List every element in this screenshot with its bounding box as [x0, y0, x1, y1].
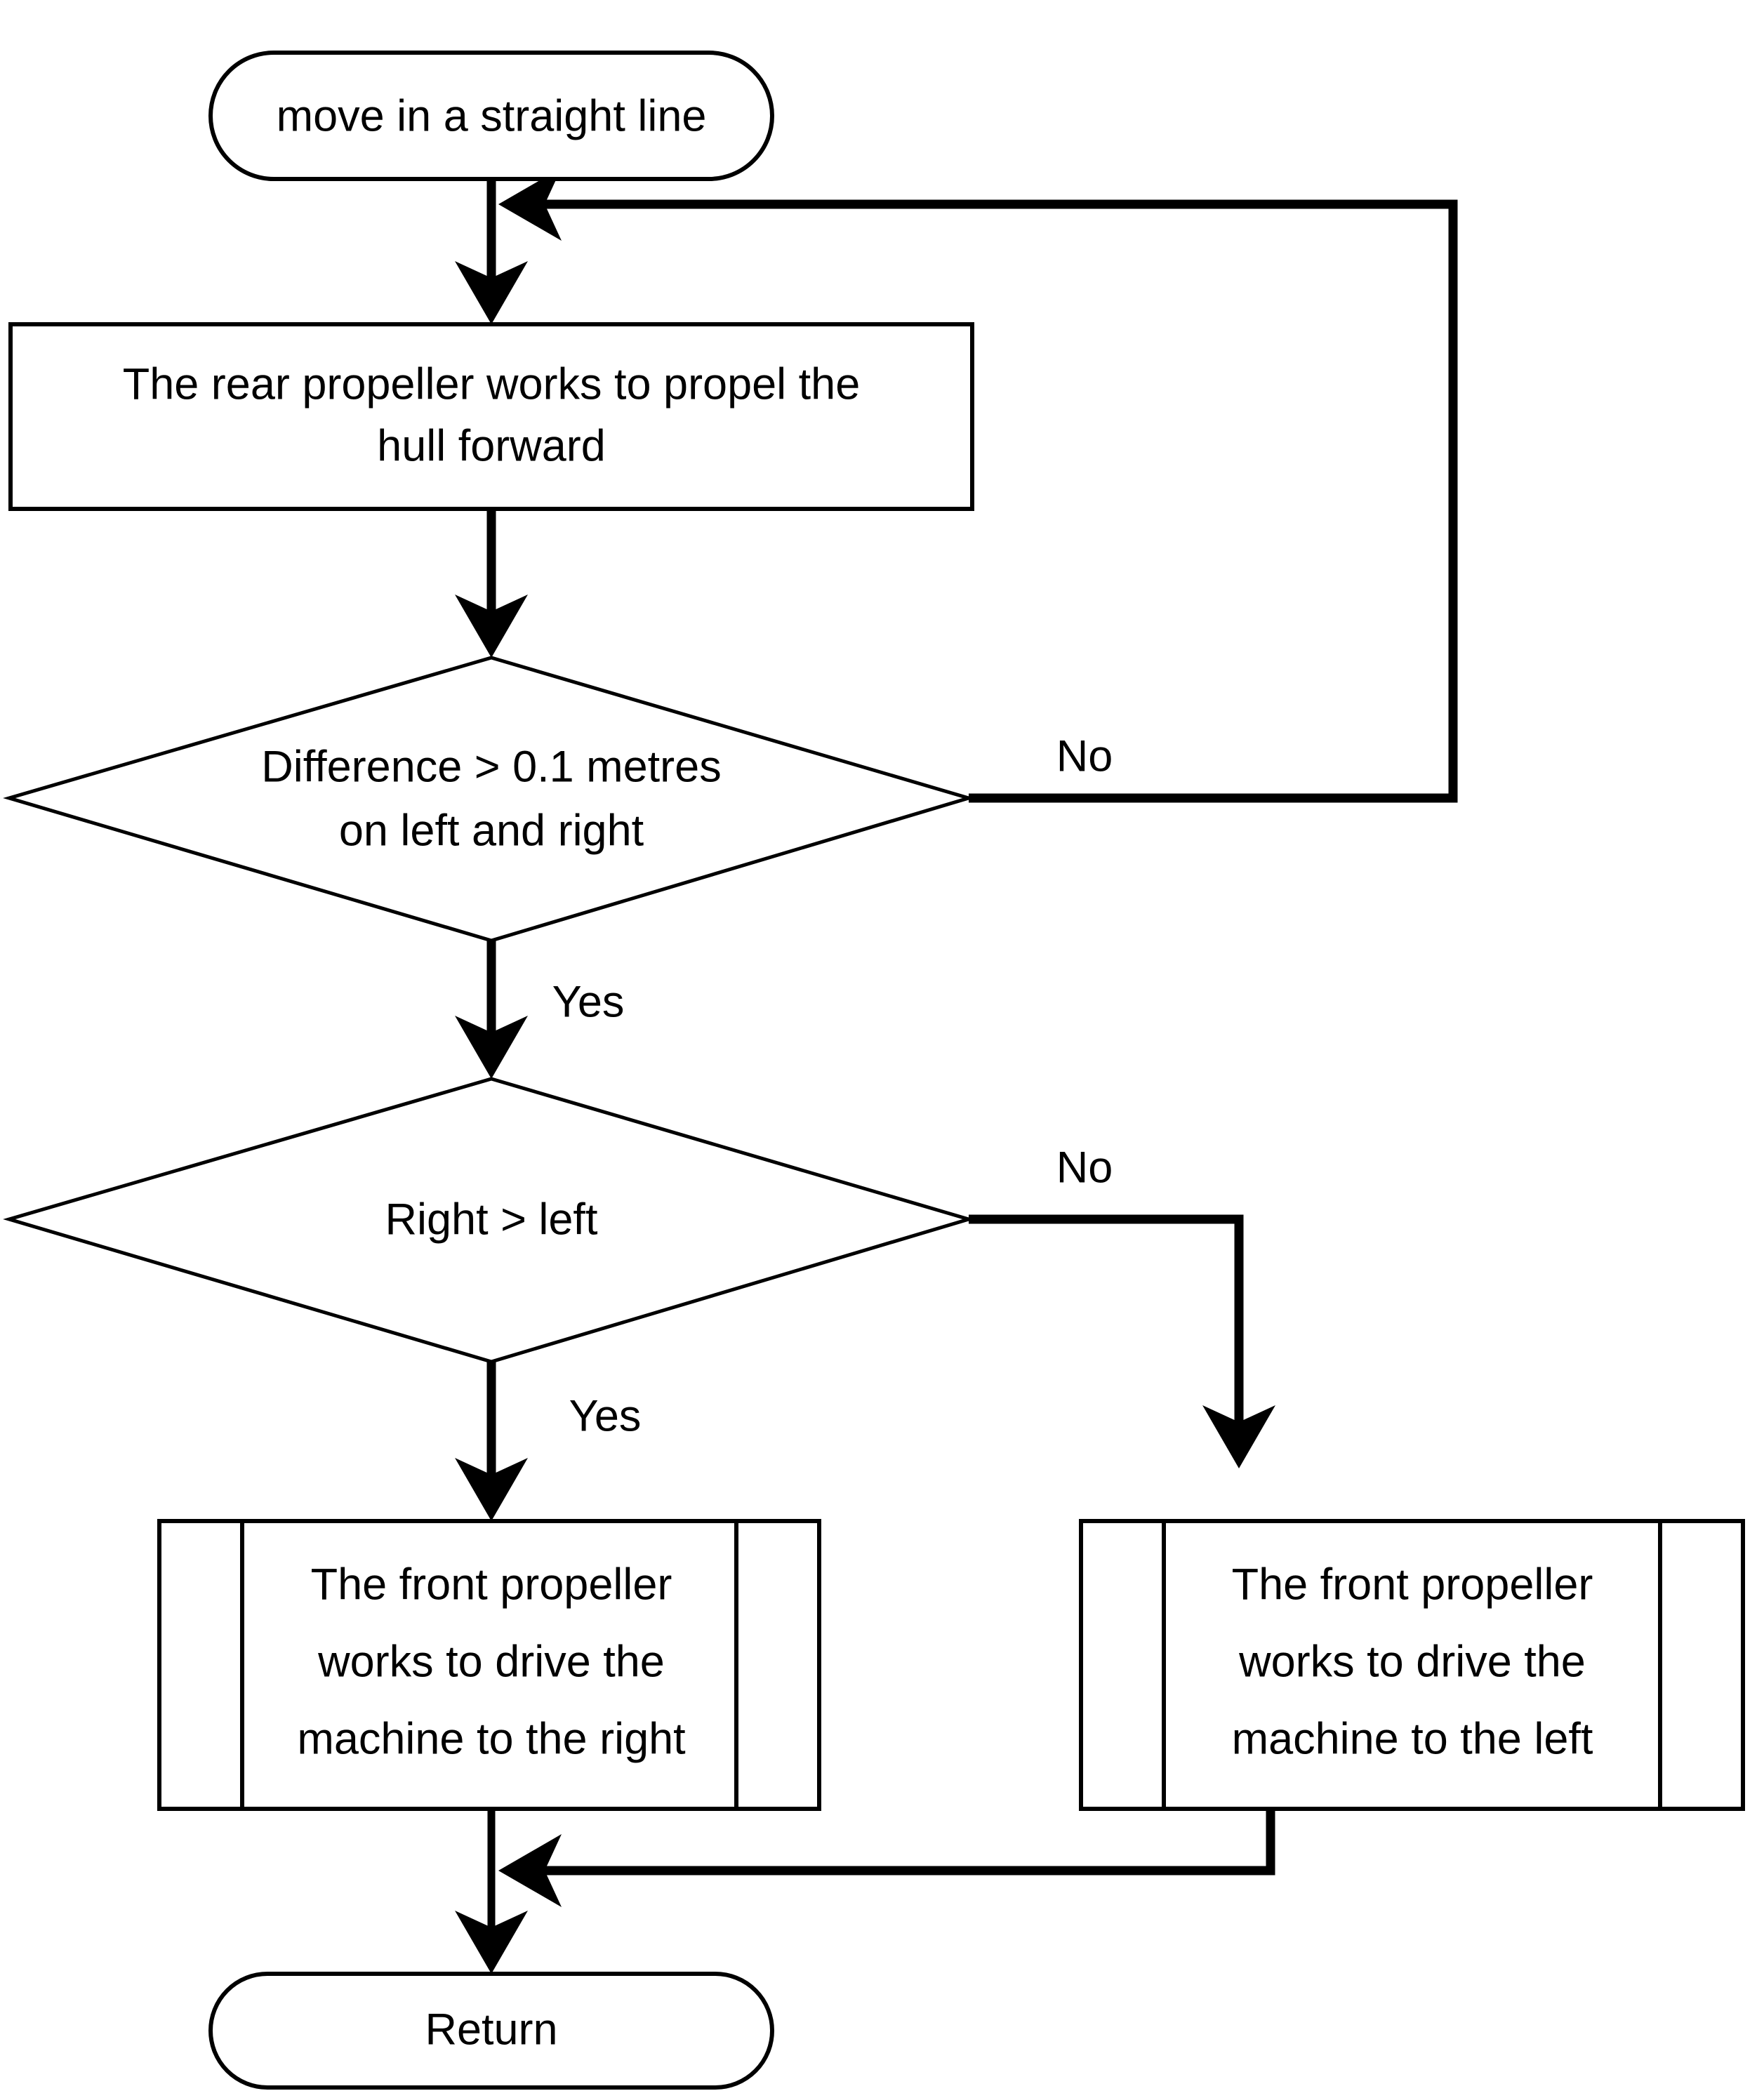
node-difference-check-label-line2: on left and right	[339, 806, 644, 856]
node-difference-check-decision[interactable]: Difference > 0.1 metres on left and righ…	[3, 656, 975, 943]
edge-drive-right-to-return	[455, 1809, 528, 1974]
edge-label-difference-no: No	[1056, 732, 1113, 781]
node-drive-left-label-line2: works to drive the	[1238, 1638, 1586, 1687]
node-difference-check-label-line1: Difference > 0.1 metres	[261, 743, 721, 792]
node-drive-right-label-line3: machine to the right	[297, 1715, 686, 1764]
edge-rear-propeller-to-difference	[455, 509, 528, 658]
edge-right-gt-left-no-to-drive-left	[969, 1214, 1275, 1468]
node-return-label: Return	[425, 2005, 557, 2055]
edge-right-gt-left-yes-to-drive-right	[455, 1362, 528, 1521]
node-drive-right-subroutine[interactable]: The front propeller works to drive the m…	[157, 1519, 821, 1811]
node-drive-right-label-line1: The front propeller	[311, 1560, 672, 1609]
node-right-gt-left-decision[interactable]: Right > left	[3, 1077, 975, 1364]
node-rear-propeller-label-line1: The rear propeller works to propel the	[123, 360, 861, 409]
node-right-gt-left-label: Right > left	[385, 1195, 598, 1244]
node-drive-left-subroutine[interactable]: The front propeller works to drive the m…	[1079, 1519, 1745, 1811]
node-start-label: move in a straight line	[277, 92, 707, 141]
node-return-terminator[interactable]: Return	[208, 1972, 774, 2090]
edge-difference-no-loopback	[498, 168, 1458, 803]
edge-label-difference-yes: Yes	[552, 978, 625, 1027]
edge-start-to-rear-propeller	[455, 179, 528, 324]
edge-label-right-gt-left-no: No	[1056, 1143, 1113, 1193]
node-drive-left-label-line3: machine to the left	[1232, 1715, 1593, 1764]
node-start-terminator[interactable]: move in a straight line	[208, 51, 774, 181]
edge-difference-yes-to-right-gt-left	[455, 941, 528, 1079]
node-rear-propeller-process[interactable]: The rear propeller works to propel the h…	[8, 322, 974, 511]
node-rear-propeller-label-line2: hull forward	[377, 422, 606, 471]
node-drive-right-label-line2: works to drive the	[317, 1638, 665, 1687]
edge-label-right-gt-left-yes: Yes	[569, 1392, 642, 1441]
node-drive-left-label-line1: The front propeller	[1232, 1560, 1593, 1609]
edge-drive-left-to-return	[498, 1809, 1275, 1907]
